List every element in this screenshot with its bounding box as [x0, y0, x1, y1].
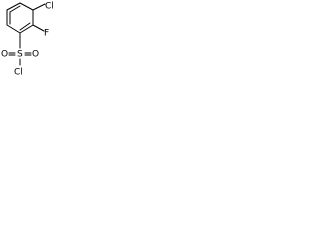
atom-label-sulfur: S — [17, 50, 23, 60]
atom-label-fluorine: F — [44, 29, 49, 39]
ring-bond-right-lower — [19, 24, 34, 34]
ring-bond-left-upper — [6, 2, 21, 11]
bond-ring-to-fluorine — [32, 24, 45, 32]
atom-label-chlorine-sulfonyl: Cl — [14, 68, 23, 78]
atom-label-chlorine-ring: Cl — [45, 2, 54, 12]
bond-ring-to-chlorine — [32, 3, 46, 11]
benzene-ring — [6, 2, 34, 34]
ring-double-bond-inner-3 — [19, 22, 31, 31]
ring-double-bond-inner-1 — [9, 5, 21, 13]
atom-label-oxygen-right: O — [32, 50, 39, 60]
chemical-structure-diagram: Cl F S O O Cl — [1, 2, 54, 78]
ring-bond-bottom — [6, 24, 21, 34]
atom-label-oxygen-left: O — [1, 50, 8, 60]
ring-bond-top-left — [19, 2, 34, 11]
